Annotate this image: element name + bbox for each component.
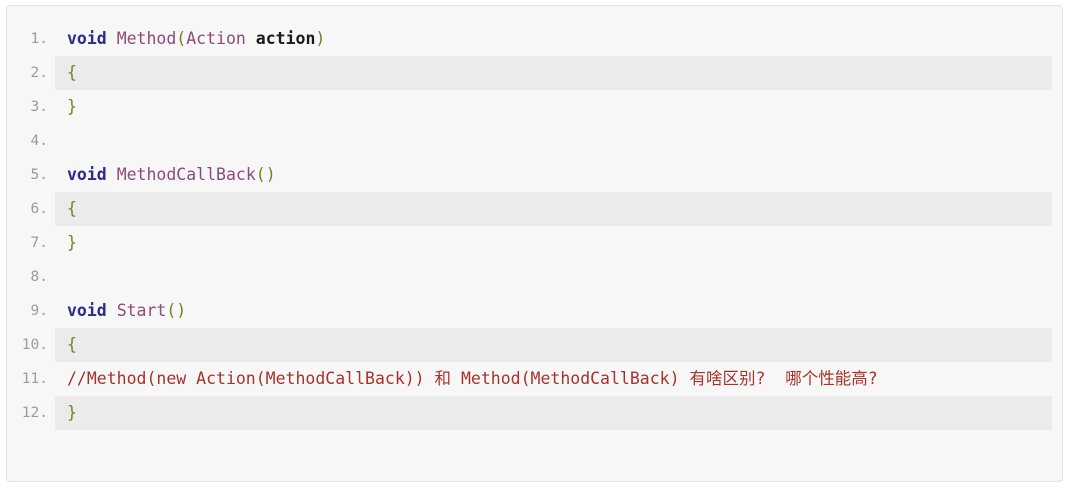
token-punc: { — [67, 63, 77, 82]
line-number: 1. — [30, 31, 48, 47]
token-comment: //Method(new Action(MethodCallBack)) 和 M… — [67, 369, 878, 388]
token-type: Action — [186, 29, 246, 48]
token-punc: } — [67, 233, 77, 252]
token-punc: } — [67, 403, 77, 422]
token-plain — [107, 301, 117, 320]
code-line: 11. //Method(new Action(MethodCallBack)) … — [7, 362, 1062, 396]
token-fn: Start — [116, 301, 167, 320]
token-punc: ) — [315, 29, 326, 48]
line-content[interactable]: void MethodCallBack() — [55, 158, 1052, 192]
token-plain — [107, 29, 117, 48]
line-number: 11. — [21, 371, 48, 387]
token-kw: void — [67, 301, 107, 320]
line-content[interactable]: } — [55, 226, 1052, 260]
token-punc: ( — [176, 29, 187, 48]
line-content[interactable]: //Method(new Action(MethodCallBack)) 和 M… — [55, 362, 1052, 396]
line-content[interactable]: } — [55, 396, 1052, 430]
code-line: 7.} — [7, 226, 1062, 260]
line-number: 8. — [30, 269, 48, 285]
code-line: 12.} — [7, 396, 1062, 430]
line-number: 5. — [30, 167, 48, 183]
code-line: 10. { — [7, 328, 1062, 362]
code-line: 2. { — [7, 56, 1062, 90]
line-content[interactable]: { — [55, 328, 1052, 362]
line-number: 12. — [21, 405, 48, 421]
line-number: 6. — [30, 201, 48, 217]
line-number: 2. — [30, 65, 48, 81]
code-line: 9. void Start() — [7, 294, 1062, 328]
line-content[interactable]: } — [55, 90, 1052, 124]
line-content[interactable]: void Method(Action action) — [55, 22, 1052, 56]
line-content[interactable]: void Start() — [55, 294, 1052, 328]
code-line-list: 1. void Method(Action action) 2. {3.} 4. 5. vo… — [7, 6, 1062, 446]
token-punc: () — [166, 301, 187, 320]
line-content[interactable]: { — [55, 56, 1052, 90]
token-kw: void — [67, 29, 107, 48]
line-number: 9. — [30, 303, 48, 319]
line-number: 10. — [21, 337, 48, 353]
code-line: 8. — [7, 260, 1062, 294]
token-fn: MethodCallBack — [116, 165, 256, 184]
token-plain — [107, 165, 117, 184]
token-var: action — [255, 29, 316, 48]
token-punc: } — [67, 97, 77, 116]
token-plain — [246, 29, 256, 48]
token-punc: () — [255, 165, 276, 184]
code-line: 5. void MethodCallBack() — [7, 158, 1062, 192]
line-content[interactable]: { — [55, 192, 1052, 226]
token-punc: { — [67, 335, 77, 354]
token-fn: Method — [116, 29, 177, 48]
code-line: 6. { — [7, 192, 1062, 226]
code-line: 4. — [7, 124, 1062, 158]
line-number: 3. — [30, 99, 48, 115]
code-block[interactable]: 1. void Method(Action action) 2. {3.} 4. 5. vo… — [6, 5, 1063, 482]
code-line: 3.} — [7, 90, 1062, 124]
code-line: 1. void Method(Action action) — [7, 22, 1062, 56]
token-kw: void — [67, 165, 107, 184]
token-punc: { — [67, 199, 77, 218]
line-number: 4. — [30, 133, 48, 149]
line-number: 7. — [30, 235, 48, 251]
